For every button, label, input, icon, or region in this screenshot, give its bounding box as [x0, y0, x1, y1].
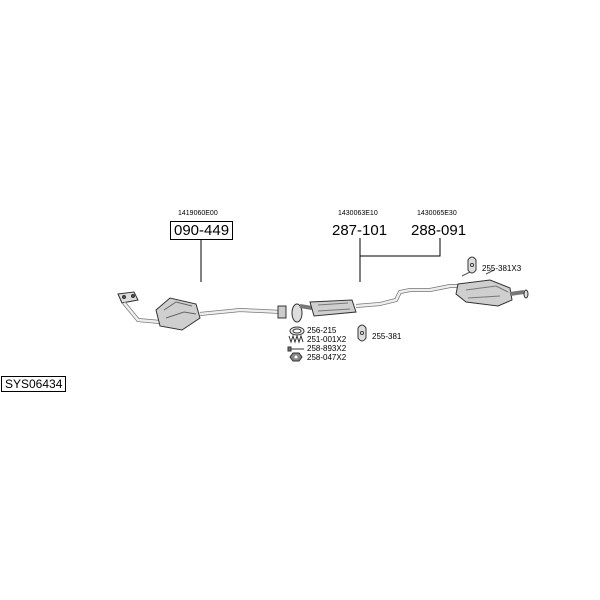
rubber-mount-rear-icon	[467, 256, 477, 274]
nut-icon	[289, 352, 303, 362]
middle-silencer	[291, 284, 462, 323]
gasket-icon	[289, 326, 305, 336]
rear-silencer	[455, 269, 529, 307]
rubber-mount-rear-part-number[interactable]: 255-381X3	[482, 264, 522, 273]
middle-part-number[interactable]: 287-101	[332, 222, 388, 239]
front-oem-number: 1419060E00	[178, 210, 218, 217]
nut-part-number[interactable]: 258-047X2	[307, 353, 347, 362]
leader-line-middle-rear	[359, 238, 441, 282]
spring-part-number[interactable]: 251-001X2	[307, 335, 347, 344]
system-code: SYS06434	[1, 376, 67, 392]
bolt-part-number[interactable]: 258-893X2	[307, 344, 347, 353]
rear-oem-number: 1430065E30	[417, 210, 457, 217]
bolt-icon	[287, 346, 304, 352]
rear-part-number[interactable]: 288-091	[411, 222, 467, 239]
front-part-number[interactable]: 090-449	[170, 221, 234, 240]
spring-icon	[288, 334, 304, 344]
rubber-mount-middle-part-number[interactable]: 255-381	[372, 332, 402, 341]
middle-oem-number: 1430063E10	[338, 210, 378, 217]
rubber-mount-middle-icon	[357, 324, 367, 342]
front-pipe-with-catalyst	[117, 291, 287, 331]
gasket-part-number[interactable]: 256-215	[307, 326, 337, 335]
